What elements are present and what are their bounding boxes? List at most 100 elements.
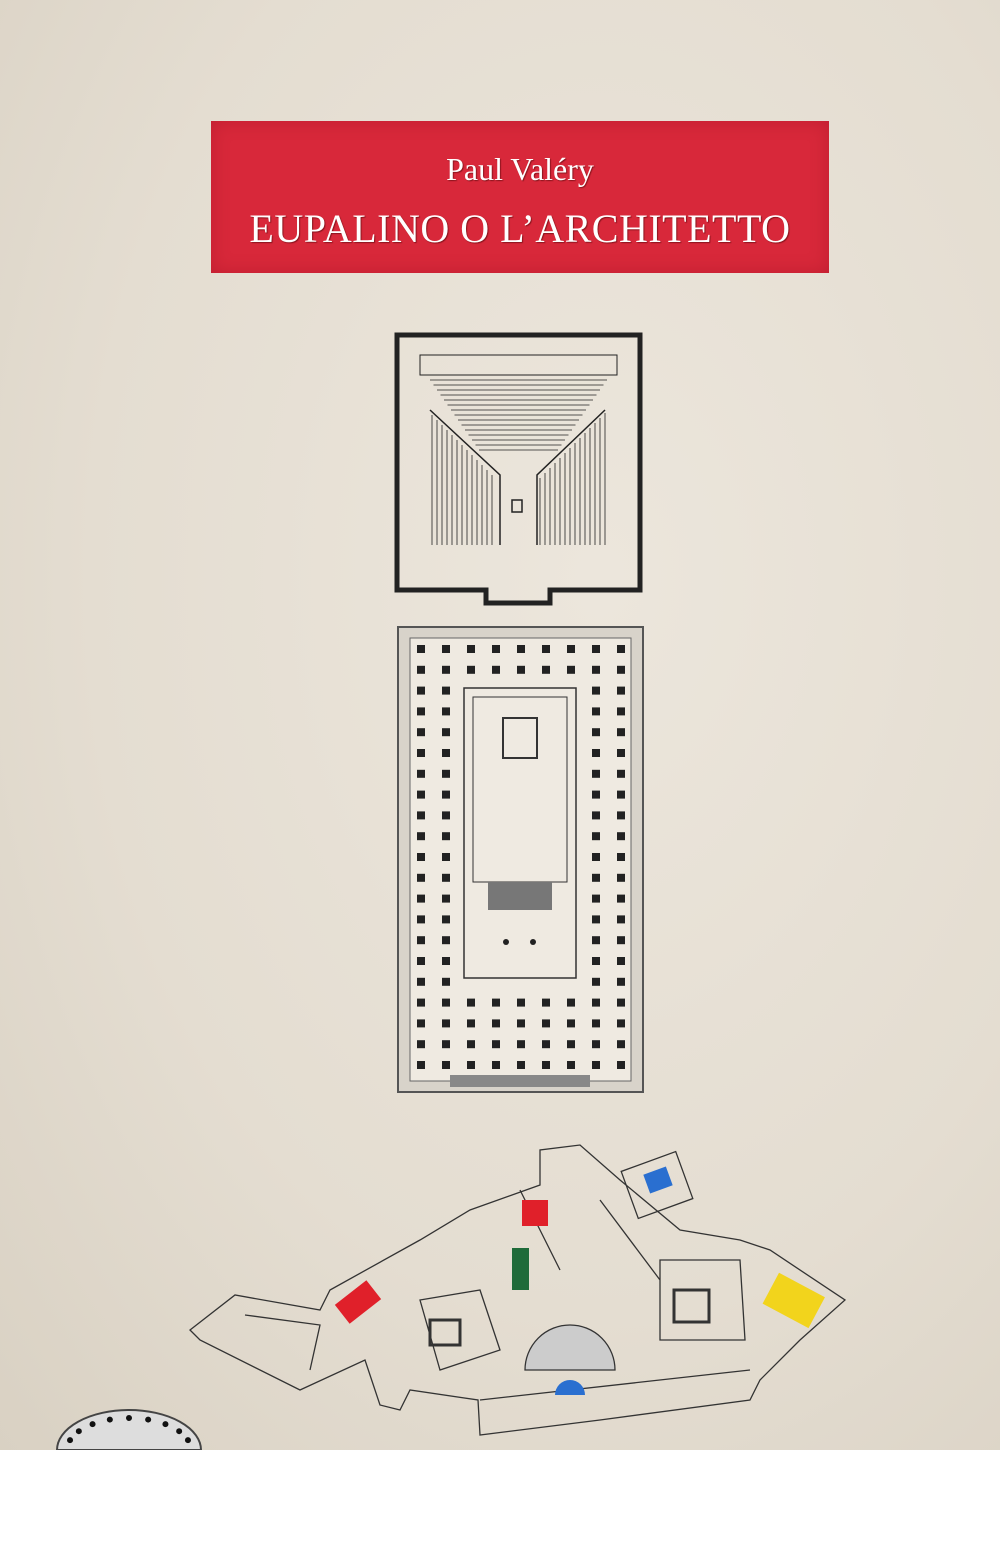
temple-column — [592, 957, 600, 965]
temple-column — [442, 769, 450, 778]
temple-column — [617, 707, 625, 716]
temple-column — [417, 832, 425, 841]
temple-column — [592, 832, 600, 841]
temple-column — [592, 665, 600, 674]
temple-column — [592, 749, 600, 757]
temple-column — [442, 686, 450, 695]
temple-column — [442, 915, 450, 924]
temple-column — [467, 998, 475, 1007]
temple-column — [592, 894, 600, 903]
temple-column — [567, 1019, 575, 1028]
temple-column — [617, 873, 625, 882]
temple-column — [442, 1061, 450, 1069]
temple-column — [592, 853, 600, 861]
temple-column — [417, 665, 425, 674]
author-name: Paul Valéry — [446, 151, 594, 187]
temple-column — [442, 998, 450, 1007]
title-band: Paul Valéry EUPALINO O L’ARCHITETTO — [211, 121, 829, 273]
temple-column — [417, 853, 425, 861]
temple-column — [492, 1040, 500, 1049]
temple-column — [417, 1061, 425, 1069]
temple-column — [417, 977, 425, 986]
temple-column — [492, 1061, 500, 1069]
temple-column — [592, 769, 600, 778]
temple-column — [417, 915, 425, 924]
temple-column — [417, 936, 425, 945]
temple-column — [592, 977, 600, 986]
temple-column — [617, 665, 625, 674]
temple-column — [617, 686, 625, 695]
temple-column — [617, 853, 625, 861]
temple-column — [542, 1061, 550, 1069]
temple-column — [442, 853, 450, 861]
temple-column — [567, 645, 575, 653]
temple-column — [592, 873, 600, 882]
temple-column — [417, 790, 425, 799]
temple-column — [592, 811, 600, 820]
temple-plan-illustration — [397, 626, 644, 1093]
temple-column — [442, 873, 450, 882]
temple-column — [492, 1019, 500, 1028]
temple-column — [617, 1061, 625, 1069]
temple-column — [617, 894, 625, 903]
temple-column — [442, 811, 450, 820]
temple-column — [617, 998, 625, 1007]
temple-column — [417, 707, 425, 716]
temple-column — [417, 873, 425, 882]
yellow-marker — [762, 1272, 825, 1329]
temple-column — [417, 769, 425, 778]
temple-column — [442, 936, 450, 945]
temple-column — [442, 707, 450, 716]
temple-column — [617, 957, 625, 965]
temple-column — [442, 1040, 450, 1049]
temple-column — [417, 998, 425, 1007]
temple-column — [417, 686, 425, 695]
temple-column — [567, 1040, 575, 1049]
temple-column — [467, 665, 475, 674]
temple-column — [592, 1040, 600, 1049]
temple-column — [592, 645, 600, 653]
temple-column — [617, 790, 625, 799]
temple-column — [567, 998, 575, 1007]
theater-plan-illustration — [394, 332, 643, 606]
temple-column — [592, 1061, 600, 1069]
temple-column — [517, 1019, 525, 1028]
temple-column — [617, 769, 625, 778]
temple-column — [442, 957, 450, 965]
temple-column — [617, 936, 625, 945]
temple-column — [617, 811, 625, 820]
publisher-logo — [55, 1409, 203, 1450]
temple-column — [617, 645, 625, 653]
temple-column — [517, 645, 525, 653]
temple-column — [592, 686, 600, 695]
temple-column — [492, 645, 500, 653]
blue-marker — [555, 1380, 585, 1395]
temple-column — [417, 1040, 425, 1049]
red-marker — [522, 1200, 548, 1226]
temple-column — [542, 1019, 550, 1028]
temple-column — [417, 645, 425, 653]
red-marker — [334, 1280, 382, 1324]
temple-column — [617, 1040, 625, 1049]
temple-column — [517, 665, 525, 674]
temple-column — [592, 936, 600, 945]
temple-column — [467, 1040, 475, 1049]
temple-column — [592, 915, 600, 924]
temple-column — [542, 998, 550, 1007]
temple-column — [567, 665, 575, 674]
green-marker — [512, 1248, 529, 1290]
temple-column — [617, 749, 625, 757]
temple-column — [542, 1040, 550, 1049]
temple-column — [567, 1061, 575, 1069]
temple-column — [442, 1019, 450, 1028]
architectural-drawings — [55, 332, 847, 1450]
temple-column — [617, 832, 625, 841]
temple-column — [417, 728, 425, 737]
temple-column — [442, 665, 450, 674]
temple-column — [517, 1061, 525, 1069]
temple-column — [517, 998, 525, 1007]
temple-column — [542, 665, 550, 674]
temple-column — [492, 998, 500, 1007]
temple-column — [617, 1019, 625, 1028]
temple-column — [517, 1040, 525, 1049]
